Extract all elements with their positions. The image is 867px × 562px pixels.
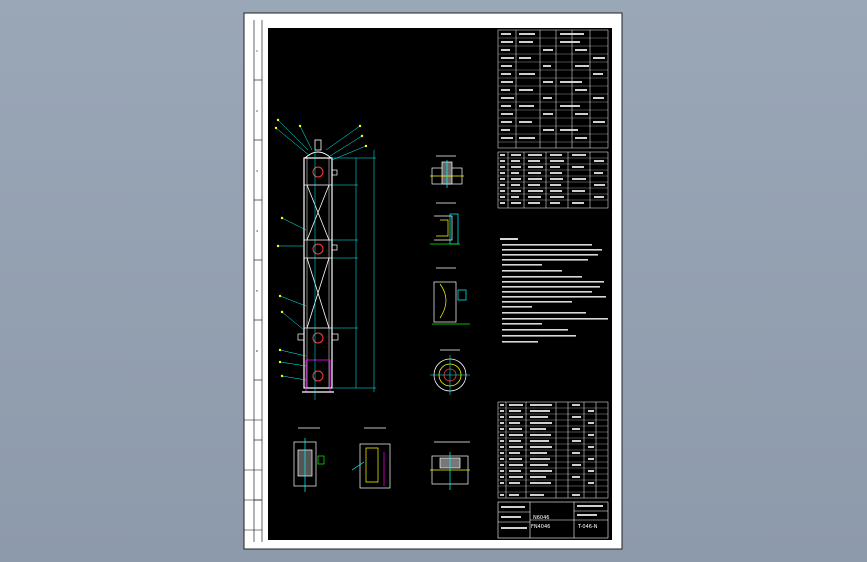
nozzle-table-text — [500, 154, 605, 204]
left-zone-strip — [244, 20, 263, 542]
title-block-text — [501, 505, 603, 529]
svg-text:1: 1 — [256, 49, 258, 53]
detail-f — [351, 427, 391, 489]
tower-dimensions — [314, 148, 376, 400]
zone-marks: 1 2 3 4 5 6 — [256, 49, 258, 353]
svg-text:2: 2 — [256, 109, 258, 113]
design-data-text — [501, 33, 605, 139]
leader-balloons — [274, 118, 368, 378]
detail-d — [430, 349, 470, 395]
drawing-number: T-046-N — [578, 524, 598, 530]
svg-text:5: 5 — [256, 289, 258, 293]
svg-text:4: 4 — [256, 229, 258, 233]
nozzle-table — [497, 151, 609, 209]
detail-g — [430, 441, 470, 490]
detail-e — [293, 427, 325, 492]
detail-b — [430, 202, 460, 245]
title-block-frame — [497, 501, 609, 539]
tower-elevation — [297, 139, 339, 393]
design-data-rows — [498, 37, 608, 143]
drawing-canvas: 1 2 3 4 5 6 — [0, 0, 623, 550]
design-data-table — [497, 29, 609, 149]
organization-name: FN4046 — [531, 524, 551, 530]
parts-list-rows — [498, 407, 608, 493]
drawing-name: N6046 — [533, 515, 550, 521]
svg-text:3: 3 — [256, 169, 258, 173]
technical-notes — [500, 238, 608, 343]
nozzle-table-rows — [498, 157, 608, 201]
svg-text:6: 6 — [256, 349, 258, 353]
detail-a — [430, 155, 464, 188]
parts-list-text — [500, 404, 594, 496]
detail-c — [432, 267, 470, 325]
tower-leaders — [275, 119, 367, 381]
